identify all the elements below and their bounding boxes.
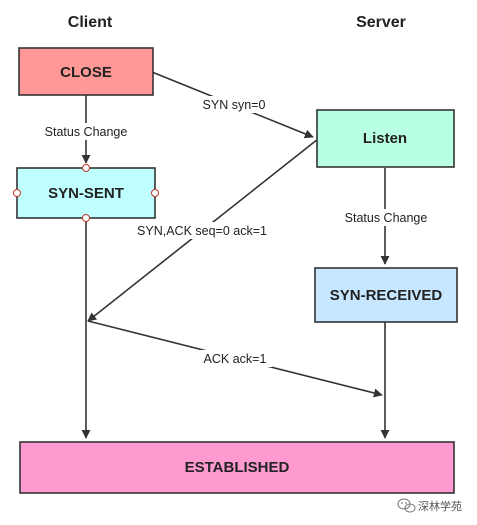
syn-ack-label: SYN,ACK seq=0 ack=1 [137,224,267,238]
connection-point-bottom [82,214,90,222]
state-syn-received-label: SYN-RECEIVED [330,287,443,304]
connection-point-left [13,189,21,197]
state-close-label: CLOSE [60,64,112,81]
watermark: 深林学苑 [397,498,462,513]
state-syn-received: SYN-RECEIVED [314,267,458,323]
state-established-label: ESTABLISHED [185,459,290,476]
state-syn-sent: SYN-SENT [13,164,159,222]
state-close-box [18,47,154,96]
syn-label: SYN syn=0 [203,98,266,112]
state-established-box [19,441,455,494]
state-listen-label: Listen [363,130,407,147]
server-column-title: Server [356,14,406,31]
state-close: CLOSE [18,47,154,96]
ack-label: ACK ack=1 [204,352,267,366]
client-column-title: Client [68,14,113,31]
wechat-icon [397,498,416,513]
state-listen: Listen [316,109,455,168]
state-syn-received-box [314,267,458,323]
watermark-text: 深林学苑 [418,499,462,513]
state-established: ESTABLISHED [19,441,455,494]
client-status-change-label: Status Change [45,125,128,139]
connection-point-top [82,164,90,172]
server-status-change-label: Status Change [345,211,428,225]
connection-point-right [151,189,159,197]
state-syn-sent-label: SYN-SENT [48,185,124,202]
state-listen-box [316,109,455,168]
